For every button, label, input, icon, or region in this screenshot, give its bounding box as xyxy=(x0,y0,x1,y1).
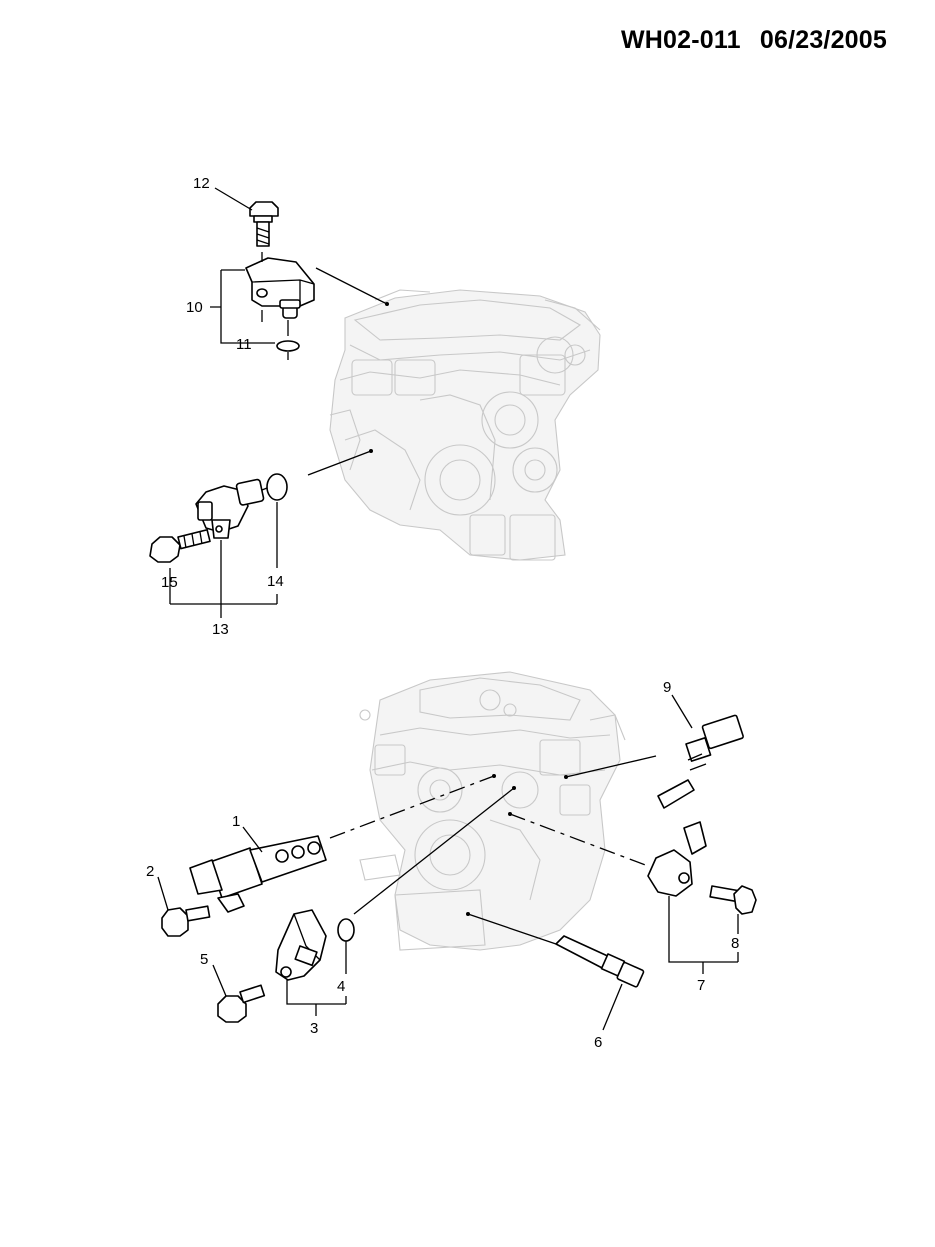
bolt-15-part xyxy=(149,528,211,563)
callout-11: 11 xyxy=(236,336,252,353)
sensor-9-part xyxy=(657,714,744,809)
bolt-12-part xyxy=(249,201,279,247)
callout-8: 8 xyxy=(731,935,739,952)
drawing-header: WH02-011 06/23/2005 xyxy=(621,26,887,55)
sensor-10-part xyxy=(245,257,315,319)
sensor-6-part xyxy=(555,935,645,988)
bolt-2-part xyxy=(161,905,211,937)
callout-10: 10 xyxy=(186,299,203,316)
callout-4: 4 xyxy=(337,978,345,995)
drawing-date: 06/23/2005 xyxy=(759,26,887,54)
callout-5: 5 xyxy=(200,951,208,968)
sensor-3-part xyxy=(275,909,327,981)
callout-14: 14 xyxy=(267,573,284,590)
o-ring-4-part xyxy=(337,918,355,942)
callout-9: 9 xyxy=(663,679,671,696)
o-ring-14-part xyxy=(266,473,288,501)
callout-12: 12 xyxy=(193,175,210,192)
engine-top-illustration xyxy=(329,289,601,561)
callout-3: 3 xyxy=(310,1020,318,1037)
callout-15: 15 xyxy=(161,574,178,591)
engine-bottom-illustration xyxy=(359,671,626,951)
callout-7: 7 xyxy=(697,977,705,994)
bolt-8-part xyxy=(709,885,757,915)
callout-13: 13 xyxy=(212,621,229,638)
drawing-code: WH02-011 xyxy=(621,26,741,54)
callout-2: 2 xyxy=(146,863,154,880)
solenoid-1-part xyxy=(189,835,327,913)
knock-sensor-7-part xyxy=(647,821,707,897)
sensor-13-part xyxy=(195,478,265,539)
o-ring-11-part xyxy=(276,340,300,352)
callout-1: 1 xyxy=(232,813,240,830)
bolt-5-part xyxy=(217,984,266,1023)
callout-6: 6 xyxy=(594,1034,602,1051)
